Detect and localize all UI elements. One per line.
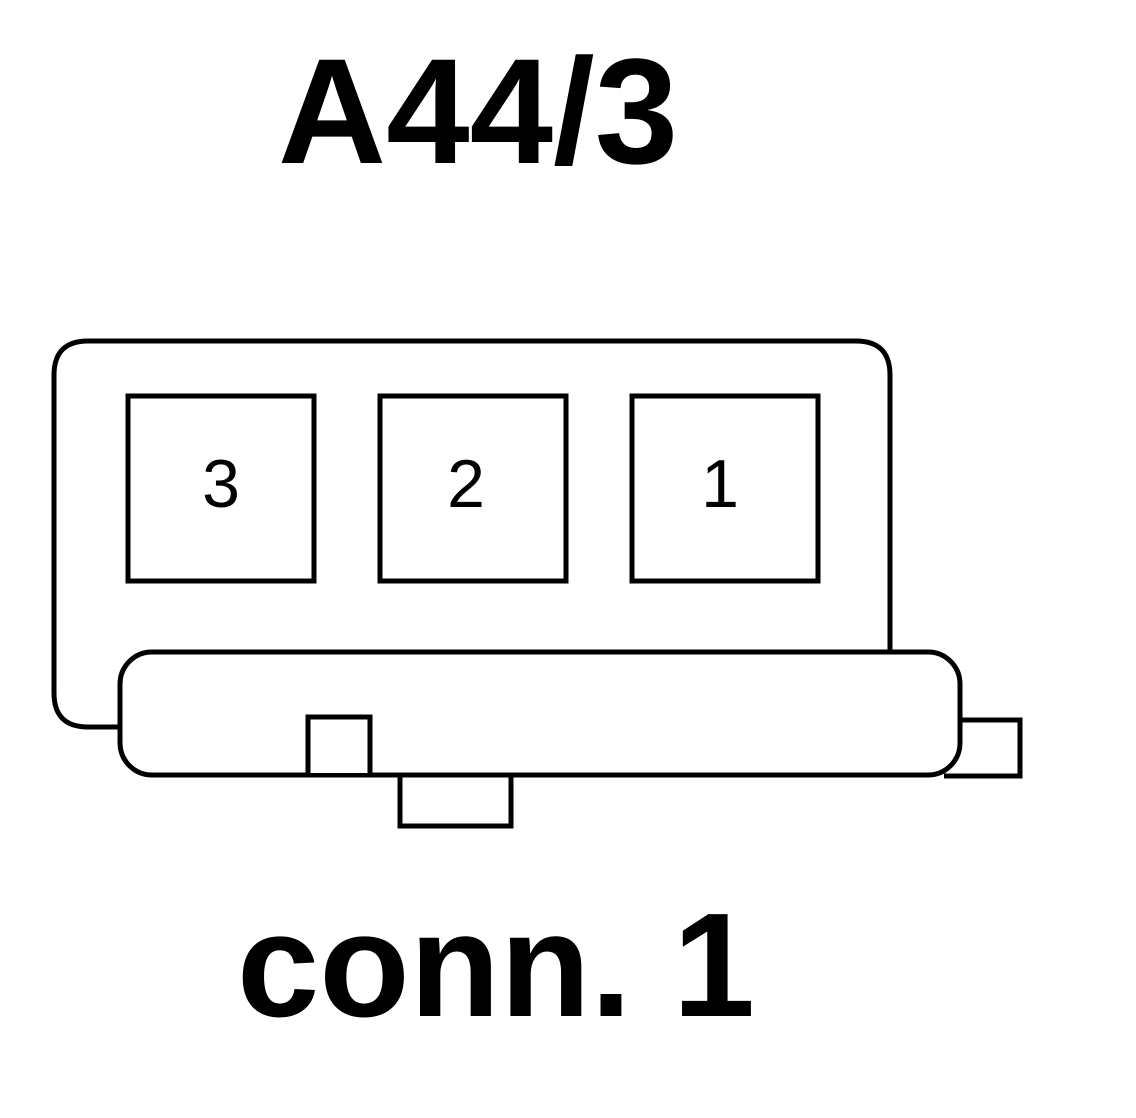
connector-locking-bar [117, 649, 963, 778]
pin-label: 2 [447, 446, 485, 522]
connector-key-tab [397, 767, 514, 829]
pin-label: 3 [202, 446, 240, 522]
pin-cavity: 2 [377, 393, 569, 584]
connector-latch-right [944, 717, 1023, 779]
connector-title: A44/3 [278, 27, 678, 195]
connector-caption: conn. 1 [237, 883, 755, 1048]
pin-cavity: 1 [629, 393, 821, 584]
pin-label: 1 [701, 446, 739, 522]
locking-bar-key [305, 714, 373, 773]
pin-cavity: 3 [125, 393, 317, 584]
